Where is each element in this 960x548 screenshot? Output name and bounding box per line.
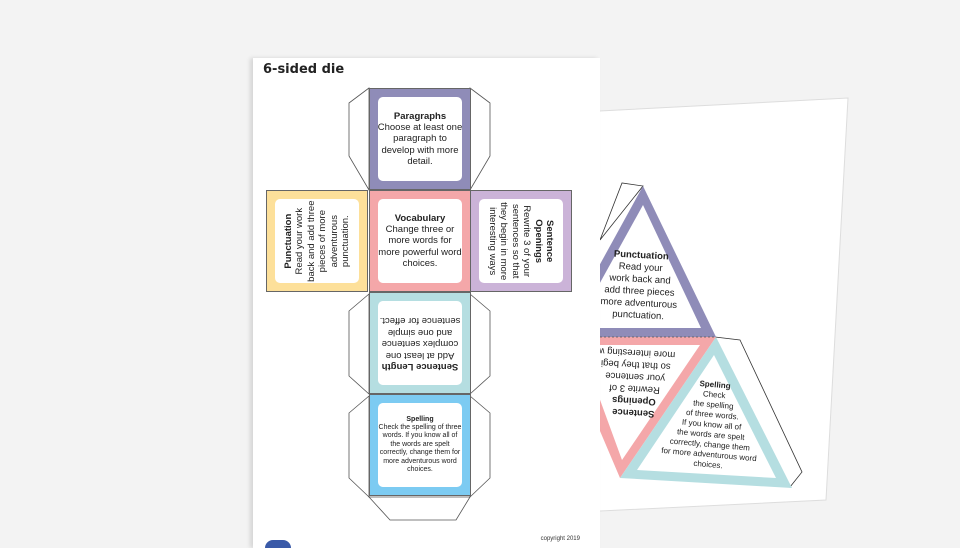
face-sentence-length: Sentence Length Add at least one complex… xyxy=(369,292,471,394)
face-text: Add at least one complex sentence and on… xyxy=(379,314,461,361)
tri-text: Rewrite 3 of xyxy=(609,382,661,396)
face-title: Sentence Length xyxy=(381,360,459,372)
tri-spelling-title: Spelling xyxy=(699,379,731,391)
glue-tab xyxy=(599,182,644,241)
face-title: Paragraphs xyxy=(393,110,447,122)
face-spelling: Spelling Check the spelling of three wor… xyxy=(369,394,471,496)
tri-text: the spelling xyxy=(693,398,734,410)
face-paragraphs: Paragraphs Choose at least one paragraph… xyxy=(369,88,471,190)
glue-tabs xyxy=(348,87,491,521)
tri-openings-title: Openings xyxy=(612,394,656,407)
tri-text: your sentence xyxy=(605,369,665,383)
face-punctuation: Punctuation Read your work back and add … xyxy=(266,190,368,292)
face-text: Check the spelling of three words. If yo… xyxy=(378,424,462,473)
tri-text: Check xyxy=(703,389,727,400)
face-title: Spelling xyxy=(406,415,434,423)
face-title: Vocabulary xyxy=(394,212,446,224)
tri-openings-title: Sentence xyxy=(612,406,655,419)
copyright-text: copyright 2019 xyxy=(540,536,580,542)
tri-text: more interesting w xyxy=(597,345,675,360)
face-text: Choose at least one paragraph to develop… xyxy=(377,121,463,168)
face-vocabulary: Vocabulary Change three or more words fo… xyxy=(369,190,471,292)
face-text: Read your work back and add three pieces… xyxy=(294,200,351,282)
tri-text: more adventurous xyxy=(600,296,677,311)
tri-punctuation-title: Punctuation xyxy=(614,249,670,263)
page-title: 6-sided die xyxy=(263,62,345,77)
brand-logo xyxy=(265,540,291,548)
cube-net-page: 6-sided die Paragraphs Choose at least o… xyxy=(253,58,600,548)
face-text: Rewrite 3 of your sentences so that they… xyxy=(487,201,533,281)
tri-text: so that they begi xyxy=(601,357,671,372)
tri-text: work back and xyxy=(608,272,671,286)
face-title: Punctuation xyxy=(282,213,294,269)
face-sentence-openings: Sentence Openings Rewrite 3 of your sent… xyxy=(470,190,572,292)
tri-text: add three pieces xyxy=(604,284,675,299)
face-text: Change three or more words for more powe… xyxy=(378,223,462,270)
tri-text: Read your xyxy=(618,261,662,274)
tri-text: choices. xyxy=(693,459,723,471)
face-title: Sentence Openings xyxy=(532,219,556,263)
tri-text: punctuation. xyxy=(612,309,664,323)
